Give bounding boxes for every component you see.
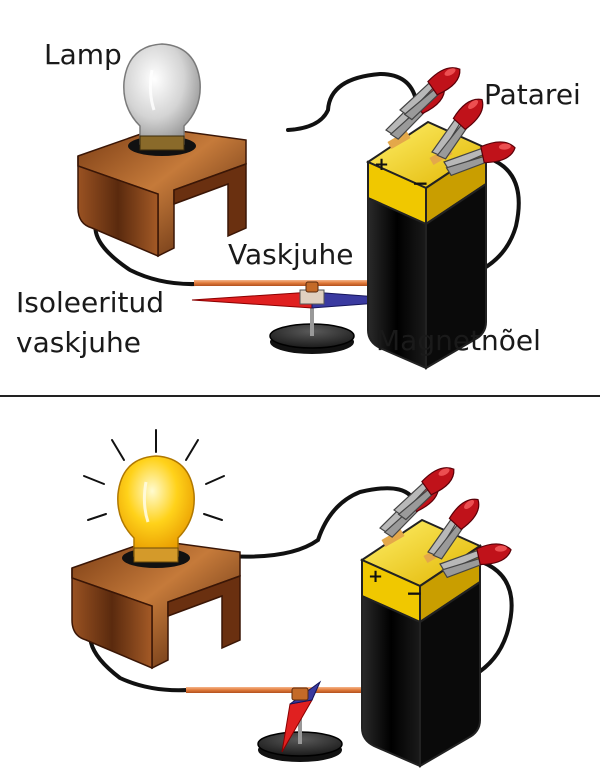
light-rays bbox=[83, 429, 225, 521]
lamp-bulb-on bbox=[117, 455, 195, 563]
battery-plus-sign: + bbox=[374, 154, 389, 175]
panel-closed-circuit: + − bbox=[71, 429, 514, 767]
compass-deflected bbox=[257, 680, 343, 763]
label-copper-wire: Vaskjuhe bbox=[228, 238, 353, 271]
battery-closed-minus-sign: − bbox=[406, 581, 423, 605]
compass-needle-red bbox=[191, 291, 313, 309]
battery-closed-plus-sign: + bbox=[368, 566, 383, 587]
lamp-bulb-off bbox=[123, 43, 201, 151]
label-insulated-wire-1: Isoleeritud bbox=[16, 286, 164, 319]
panel-open-circuit: − + Lamp Patarei Vaskjuhe Isoleeritud va… bbox=[16, 38, 581, 369]
label-lamp: Lamp bbox=[44, 38, 122, 71]
battery-minus-sign: − bbox=[412, 171, 429, 195]
label-insulated-wire-2: vaskjuhe bbox=[16, 326, 141, 359]
compass bbox=[191, 281, 419, 355]
label-battery: Patarei bbox=[484, 78, 581, 111]
wire-lamp-to-battery bbox=[224, 486, 418, 559]
label-compass-needle: Magnetnõel bbox=[376, 324, 541, 357]
loose-wire-end bbox=[286, 71, 418, 132]
